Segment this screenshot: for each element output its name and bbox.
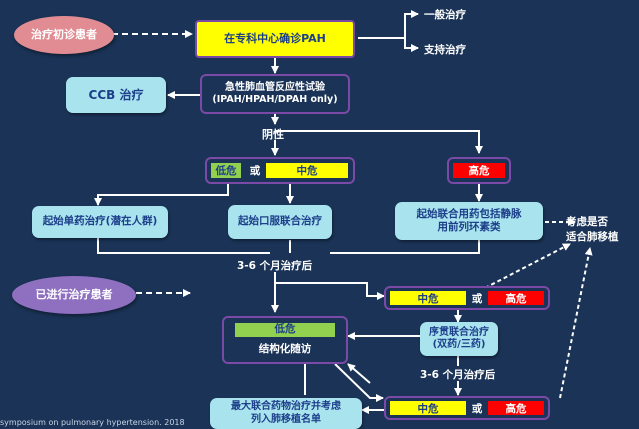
arrow-mono-down bbox=[97, 238, 270, 254]
sequential-combo-box: 序贯联合治疗 (双药/三药) bbox=[420, 322, 498, 356]
structured-followup-label: 结构化随访 bbox=[258, 343, 312, 355]
mid-risk-tag-2: 中危 bbox=[390, 291, 466, 305]
max-combo-line2: 列入肺移植名单 bbox=[251, 413, 321, 425]
high-risk-tag-2: 高危 bbox=[488, 291, 544, 305]
arrow-risk-to-mono bbox=[94, 184, 229, 206]
max-combo-box: 最大联合药物治疗并考虑 列入肺移植名单 bbox=[210, 398, 362, 429]
arrow-bottom-to-transplant bbox=[559, 247, 593, 399]
oral-combo-box: 起始口服联合治疗 bbox=[228, 205, 332, 239]
source-footer: symposium on pulmonary hypertension. 201… bbox=[0, 418, 185, 427]
support-treatment-label: 支持治疗 bbox=[424, 44, 466, 56]
low-risk-tag: 低危 bbox=[211, 163, 241, 178]
or-label-2: 或 bbox=[471, 292, 483, 305]
new-patient-oval: 治疗初诊患者 bbox=[14, 16, 114, 54]
ccb-treatment-label: CCB 治疗 bbox=[88, 87, 144, 102]
iv-combo-line1: 起始联合用药包括静脉 bbox=[416, 207, 522, 220]
vasoreactivity-test-box: 急性肺血管反应性试验 (IPAH/HPAH/DPAH only) bbox=[200, 74, 350, 114]
arrow-midhigh-to-transplant bbox=[484, 243, 571, 289]
iv-combo-line2: 用前列环素类 bbox=[437, 221, 501, 233]
ccb-treatment-box: CCB 治疗 bbox=[66, 77, 166, 113]
mid-risk-tag: 中危 bbox=[266, 163, 348, 178]
consider-transplant-line1: 考虑是否 bbox=[566, 216, 608, 228]
sequential-combo-line1: 序贯联合治疗 bbox=[429, 326, 489, 338]
or-label-1: 或 bbox=[249, 165, 261, 177]
vasoreactivity-test-line1: 急性肺血管反应性试验 bbox=[225, 81, 325, 93]
oral-combo-label: 起始口服联合治疗 bbox=[238, 215, 322, 228]
confirm-pah-label: 在专科中心确诊PAH bbox=[224, 32, 326, 46]
sequential-combo-line2: (双药/三药) bbox=[432, 339, 486, 350]
mono-therapy-label: 起始单药治疗(潜在人群) bbox=[42, 215, 158, 228]
after-3-6-months-b: 3-6 个月治疗后 bbox=[420, 369, 496, 381]
structured-followup-box: 低危 结构化随访 bbox=[222, 316, 348, 364]
arrow-lowrisk-to-bottom bbox=[334, 363, 384, 402]
mono-therapy-box: 起始单药治疗(潜在人群) bbox=[32, 206, 168, 238]
max-combo-line1: 最大联合药物治疗并考虑 bbox=[231, 401, 341, 412]
vasoreactivity-test-line2: (IPAH/HPAH/DPAH only) bbox=[212, 94, 338, 106]
new-patient-label: 治疗初诊患者 bbox=[31, 28, 97, 42]
arrow-after-b-to-lowrisk bbox=[347, 363, 371, 384]
arrow-after-to-midhigh bbox=[275, 282, 385, 300]
low-risk-tag-2: 低危 bbox=[235, 323, 335, 337]
treated-patient-oval: 已进行治疗患者 bbox=[12, 276, 136, 314]
or-label-3: 或 bbox=[471, 402, 483, 415]
treated-patient-label: 已进行治疗患者 bbox=[35, 288, 113, 302]
mid-risk-tag-3: 中危 bbox=[390, 401, 466, 415]
high-risk-tag-3: 高危 bbox=[488, 401, 544, 415]
consider-transplant-line2: 适合肺移植 bbox=[566, 231, 619, 243]
confirm-pah-box: 在专科中心确诊PAH bbox=[195, 20, 355, 58]
general-treatment-label: 一般治疗 bbox=[424, 9, 466, 21]
iv-combo-box: 起始联合用药包括静脉 用前列环素类 bbox=[395, 202, 543, 240]
negative-label: 阴性 bbox=[262, 128, 284, 141]
arrow-to-general bbox=[358, 13, 418, 39]
after-3-6-months-a: 3-6 个月治疗后 bbox=[237, 260, 313, 272]
arrow-to-support bbox=[404, 38, 418, 49]
arrow-iv-down bbox=[330, 240, 480, 254]
arrow-negative-to-high bbox=[275, 130, 483, 154]
high-risk-tag: 高危 bbox=[453, 163, 505, 178]
